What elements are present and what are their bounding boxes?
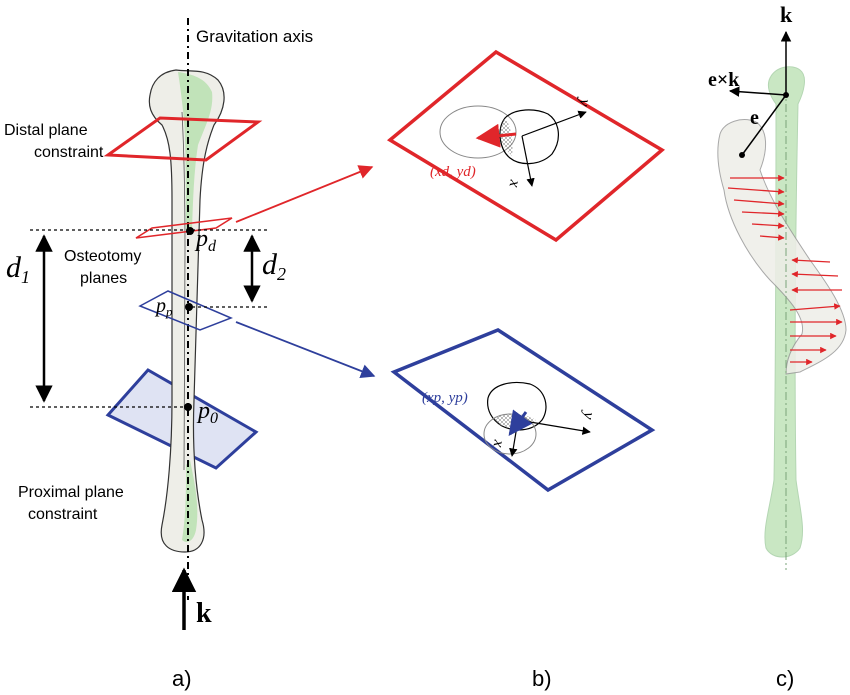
distal-section-outline-gray: [439, 105, 517, 159]
pd-label: pd: [194, 226, 217, 255]
osteotomy-label-line2: planes: [80, 270, 127, 287]
distal-x-label: x: [506, 178, 524, 189]
origin-point-c: [783, 92, 789, 98]
proximal-osteotomy-plane: [138, 290, 233, 331]
exk-label: e×k: [708, 69, 740, 91]
distal-plane-constraint: [103, 116, 263, 162]
proximal-section-plane: [390, 328, 656, 493]
proximal-plane-label-line1: Proximal plane: [18, 484, 124, 501]
proximal-plane-label-line2: constraint: [28, 506, 98, 523]
d2-label: d2: [262, 248, 286, 284]
distal-plane-label-line1: Distal plane: [4, 122, 88, 139]
caption-b: b): [532, 666, 552, 691]
e-label: e: [750, 107, 759, 129]
caption-c: c): [776, 666, 794, 691]
distal-y-label: y: [575, 96, 593, 109]
proximal-section-outline-black: [487, 381, 547, 431]
red-force-arrows: [727, 174, 843, 366]
proximal-connector-arrow: [235, 321, 376, 378]
distal-section-outline-black: [499, 109, 559, 165]
bone-tibia: [148, 69, 225, 553]
distal-displacement-arrow: [475, 123, 517, 148]
proximal-x-label: x: [490, 438, 508, 449]
d1-label: d1: [6, 251, 30, 287]
point-pp: [185, 303, 193, 311]
point-p0: [184, 403, 192, 411]
osteotomy-label-line1: Osteotomy: [64, 248, 141, 265]
exk-vector: [728, 86, 787, 97]
p0-label: p0: [196, 398, 218, 427]
distal-plane-label-line2: constraint: [34, 144, 104, 161]
e-end-point: [739, 152, 745, 158]
panel-c: k e×k e c): [708, 2, 847, 691]
e-vector: [741, 94, 787, 156]
proximal-displacement-arrow: [508, 409, 533, 436]
distal-x-axis: [521, 135, 535, 187]
point-pd: [186, 227, 194, 235]
k-label: k: [196, 598, 212, 629]
k-label-c: k: [780, 2, 793, 27]
distal-point-label: (xd, yd): [430, 164, 476, 180]
distal-section-plane: [386, 49, 666, 243]
distal-connector-arrow: [235, 165, 374, 223]
distal-y-axis: [521, 110, 587, 137]
distal-overlap-hatch: [500, 118, 513, 156]
panel-b: y x (xd, yd) y x (xp, yp) b): [386, 49, 666, 691]
gravitation-axis-label: Gravitation axis: [196, 27, 313, 46]
pp-label: pp: [154, 295, 173, 319]
deformed-bone-gray: [717, 119, 847, 375]
panel-a: Gravitation axis Distal plane constraint…: [4, 18, 376, 691]
caption-a: a): [172, 666, 192, 691]
proximal-y-label: y: [579, 409, 597, 422]
proximal-point-label: (xp, yp): [422, 390, 468, 406]
